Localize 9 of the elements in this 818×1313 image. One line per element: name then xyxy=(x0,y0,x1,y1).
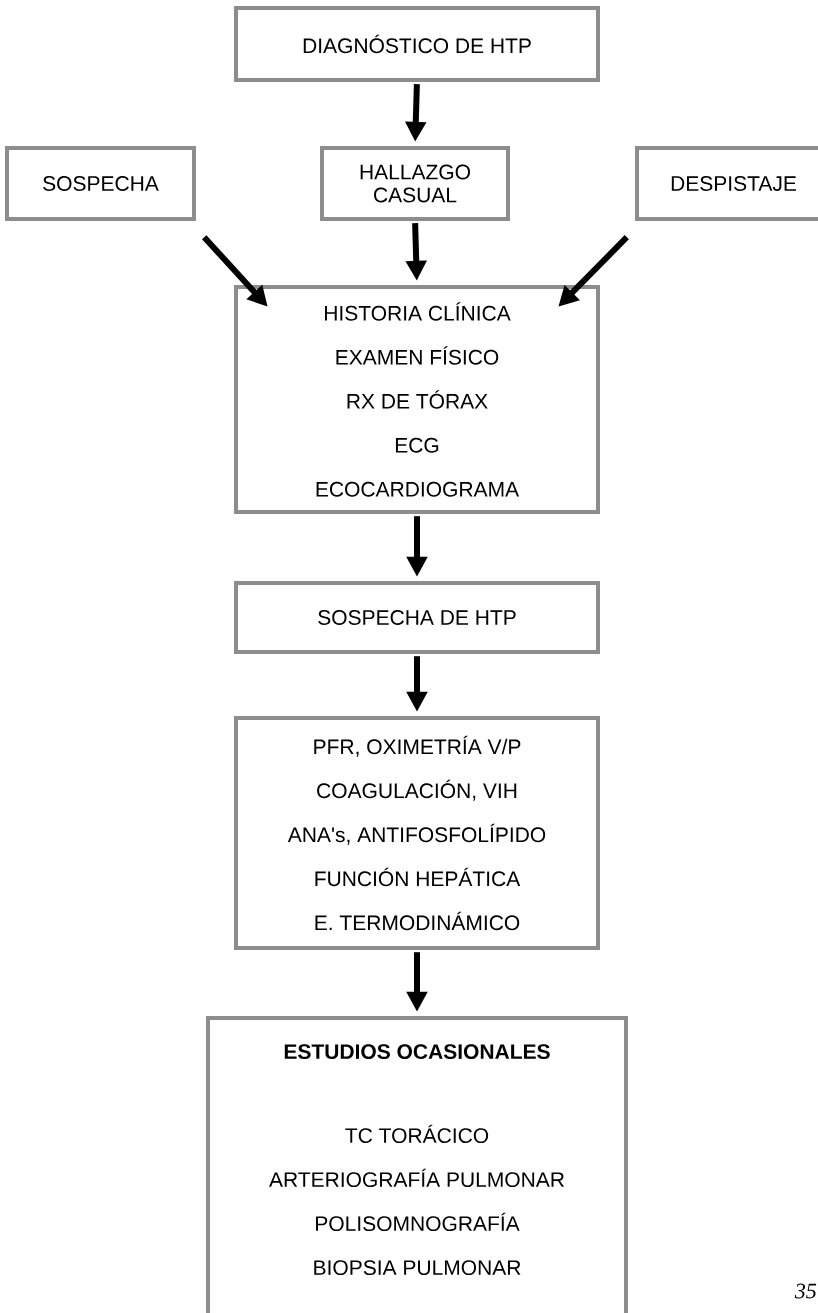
process-box: DIAGNÓSTICO DE HTP xyxy=(234,6,600,82)
process-box: HALLAZGO CASUAL xyxy=(320,146,510,221)
process-box: HISTORIA CLÍNICA EXAMEN FÍSICO RX DE TÓRAX ECG ECOCARDIOGRAMA xyxy=(234,285,600,514)
process-box: PFR, OXIMETRÍA V/P COAGULACIÓN, VIH ANA's, ANTIFOSFOLÍPIDO FUNCIÓN HEPÁTICA E. TERMODINÁMICO xyxy=(234,716,600,950)
page-number: 35 xyxy=(794,1283,817,1299)
process-box: DESPISTAJE xyxy=(635,146,818,221)
process-box: SOSPECHA xyxy=(5,146,196,221)
process-box: SOSPECHA DE HTP xyxy=(234,581,600,654)
process-box: ESTUDIOS OCASIONALES TC TORÁCICO ARTERIOGRAFÍA PULMONAR POLISOMNOGRAFÍA BIOPSIA PULMONAR xyxy=(206,1016,628,1313)
